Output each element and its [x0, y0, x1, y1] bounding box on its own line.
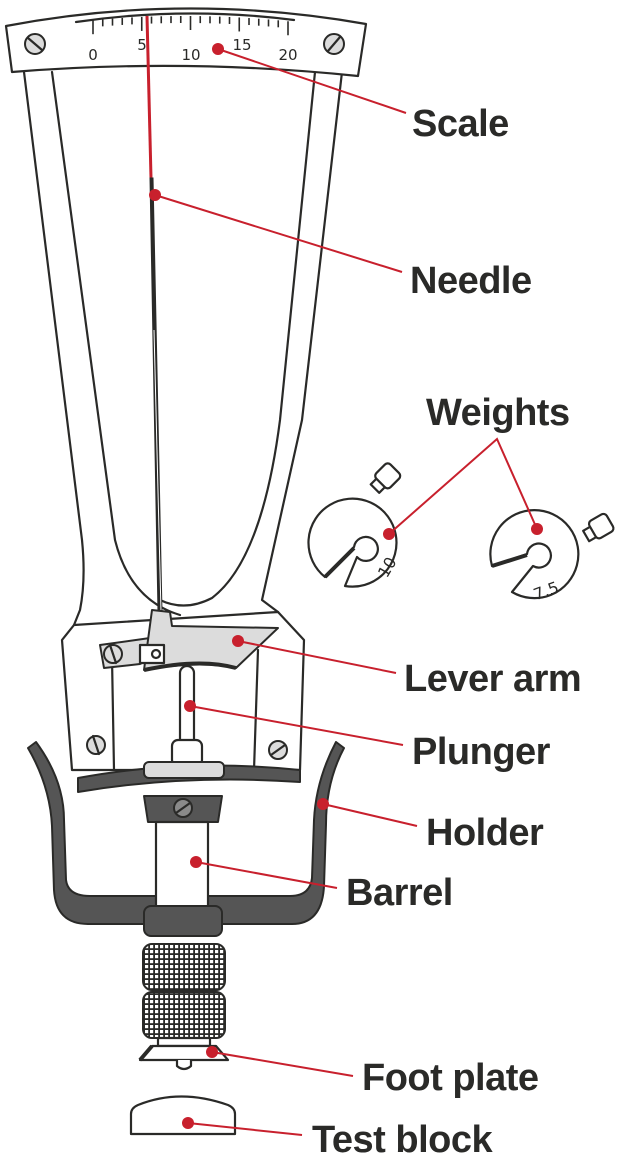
frame-outer-left: [22, 70, 85, 627]
scale-tick-label: 20: [278, 46, 297, 64]
weight-7-5: 7.5: [489, 509, 615, 604]
label-test-block: Test block: [312, 1119, 493, 1155]
label-needle: Needle: [410, 260, 532, 302]
label-scale: Scale: [412, 103, 509, 145]
screw-icon: [268, 740, 288, 760]
frame: [22, 70, 344, 627]
scale-plate-body: [4, 7, 368, 78]
scale-tick-label: 0: [88, 46, 98, 64]
foot-plate: [138, 1036, 230, 1071]
frame-inner-right: [158, 70, 317, 607]
adjustment-knob: [142, 943, 226, 1039]
frame-inner-left: [50, 70, 182, 617]
label-foot-plate: Foot plate: [362, 1057, 539, 1099]
callout-foot-plate: Foot plate: [206, 1046, 539, 1099]
callout-scale: Scale: [212, 43, 509, 145]
callout-barrel: Barrel: [190, 856, 453, 914]
holder-body: [27, 741, 345, 925]
holder: [27, 741, 345, 925]
screw-icon: [86, 734, 106, 756]
label-plunger: Plunger: [412, 731, 551, 773]
scale-ticks: [92, 16, 289, 36]
lever-arm: [99, 609, 279, 672]
screw-icon: [173, 798, 193, 818]
plunger: [143, 664, 225, 779]
scale-tick-label: 10: [181, 46, 200, 64]
callout-plunger: Plunger: [184, 700, 551, 773]
label-holder: Holder: [426, 812, 544, 854]
scale-tick-label: 15: [232, 36, 251, 54]
screw-icon: [24, 33, 46, 55]
callout-weights: Weights: [383, 392, 570, 540]
barrel: [143, 795, 223, 937]
scale-tick-label: 5: [137, 36, 147, 54]
screw-icon: [103, 643, 123, 665]
scale-plate: 0 5 10 15 20: [4, 7, 368, 78]
scale-arc: [74, 12, 296, 24]
callout-needle: Needle: [149, 189, 532, 302]
callout-lever-arm: Lever arm: [232, 635, 582, 700]
label-weights: Weights: [426, 392, 570, 434]
label-barrel: Barrel: [346, 872, 453, 914]
label-lever-arm: Lever arm: [404, 658, 581, 700]
barrel-clamp: [143, 905, 223, 937]
screw-icon: [323, 33, 345, 55]
test-block: [129, 1095, 237, 1136]
callout-holder: Holder: [317, 798, 545, 854]
needle: [145, 15, 163, 613]
weight-10: 10: [307, 462, 402, 588]
callout-test-block: Test block: [182, 1117, 494, 1155]
frame-outer-right: [260, 70, 344, 614]
